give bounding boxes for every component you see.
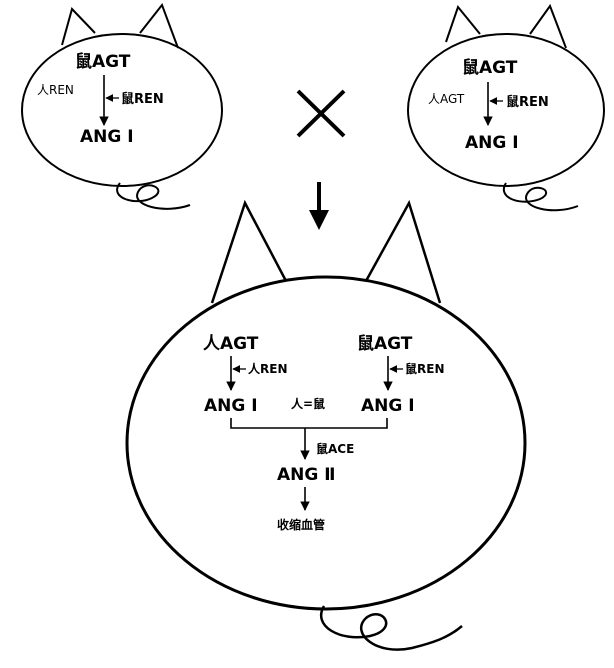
tail-right <box>502 182 579 212</box>
offspring-right-product-label: ANG Ⅰ <box>361 396 415 416</box>
right-substrate-side-label: 人AGT <box>428 92 465 106</box>
right-enzyme-arrow-label: 鼠REN <box>506 94 549 110</box>
left-product-label: ANG Ⅰ <box>80 127 134 147</box>
head-outline-offspring <box>125 275 527 611</box>
effect-label: 收缩血管 <box>277 517 325 532</box>
offspring-left-product-label: ANG Ⅰ <box>204 396 258 416</box>
right-substrate-label: 鼠AGT <box>462 57 518 78</box>
right-ear-offspring <box>364 199 442 304</box>
left-enzyme-arrow-label: 鼠REN <box>121 91 164 107</box>
parent-mouse-right: 鼠AGT 人AGT 鼠REN ANG Ⅰ <box>407 3 605 212</box>
merge-bracket <box>230 418 388 429</box>
offspring-left-enzyme-label: 人REN <box>248 361 287 376</box>
left-ear-left <box>61 7 96 46</box>
tail-offspring <box>320 605 463 651</box>
offspring-right-enzyme-label: 鼠REN <box>405 361 444 376</box>
left-ear-offspring <box>210 199 288 304</box>
offspring-right-substrate-label: 鼠AGT <box>357 333 413 354</box>
equality-note: 人=鼠 <box>291 396 325 411</box>
left-ear-right <box>445 4 481 43</box>
offspring-mouse: 人AGT 人REN ANG Ⅰ 鼠AGT 鼠REN ANG Ⅰ 人=鼠 鼠ACE… <box>125 199 527 651</box>
offspring-left-substrate-label: 人AGT <box>203 334 259 354</box>
cross-symbol <box>296 89 346 138</box>
left-substrate-label: 鼠AGT <box>75 51 131 72</box>
offspring-arrow <box>309 182 329 230</box>
left-enzyme-side-label: 人REN <box>37 83 74 97</box>
right-ear-right <box>529 3 567 49</box>
final-product-label: ANG Ⅱ <box>277 465 335 485</box>
tail-left <box>116 182 191 210</box>
head-outline-right <box>407 33 605 187</box>
head-outline-left <box>21 33 223 187</box>
converting-enzyme-label: 鼠ACE <box>316 441 354 456</box>
parent-mouse-left: 鼠AGT 人REN 鼠REN ANG Ⅰ <box>21 2 223 210</box>
right-product-label: ANG Ⅰ <box>465 133 519 153</box>
right-ear-left <box>139 2 179 49</box>
